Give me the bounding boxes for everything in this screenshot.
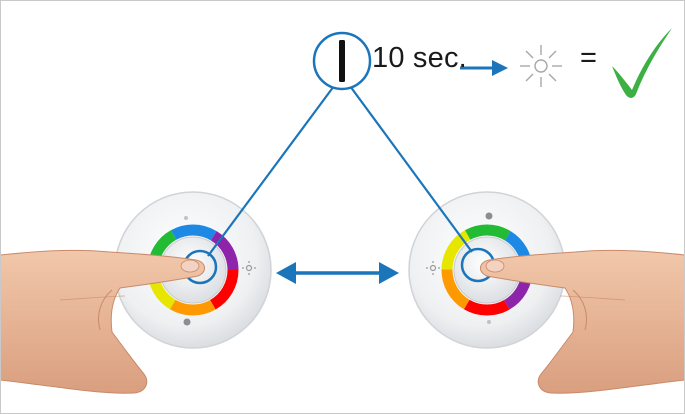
checkmark-icon bbox=[612, 28, 672, 98]
button-dot-icon bbox=[184, 216, 188, 220]
button-dot-icon[interactable] bbox=[485, 212, 493, 220]
sun-small-icon bbox=[242, 261, 256, 275]
power-button-icon bbox=[312, 31, 372, 91]
hand-right bbox=[480, 249, 685, 394]
double-arrow-icon bbox=[276, 262, 399, 284]
arrow-right-icon bbox=[460, 60, 508, 76]
button-dot-icon[interactable] bbox=[183, 318, 191, 326]
connector-lines bbox=[207, 85, 473, 257]
light-on-icon bbox=[520, 45, 562, 87]
hand-left bbox=[0, 249, 205, 394]
button-dot-icon bbox=[487, 320, 491, 324]
sun-small-icon bbox=[426, 261, 440, 275]
equals-sign: = bbox=[580, 42, 597, 74]
duration-label: 10 sec. bbox=[372, 42, 467, 74]
